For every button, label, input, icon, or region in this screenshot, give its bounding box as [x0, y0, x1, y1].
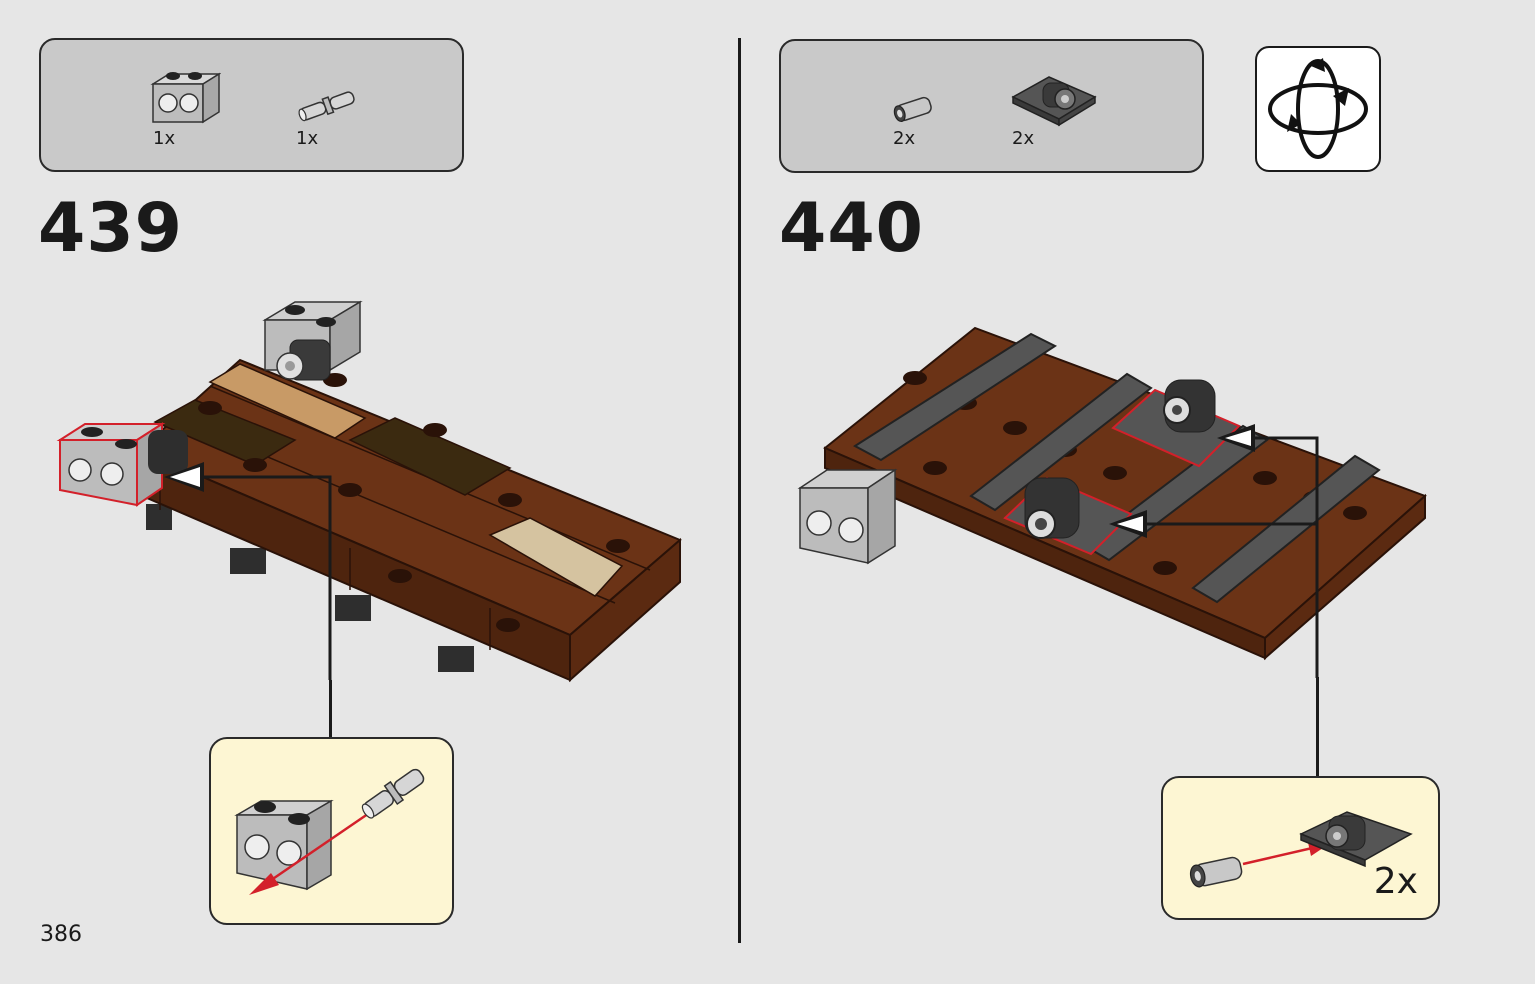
build-illustration-step-440	[795, 318, 1435, 678]
technic-pin-light-gray-icon	[295, 88, 359, 124]
step-number: 440	[779, 189, 924, 268]
callout-quantity: 2x	[1373, 861, 1418, 902]
rotate-model-icon	[1255, 46, 1381, 172]
callout-assembly-pin-plate	[1181, 800, 1421, 896]
part-quantity: 2x	[1012, 128, 1035, 149]
plate-with-pin-hole-dark-gray-icon	[1009, 67, 1099, 129]
callout-step-440: 2x	[1161, 776, 1440, 920]
page-divider	[738, 38, 741, 943]
callout-connector	[329, 680, 332, 738]
technic-pin-connector-gray-icon	[889, 91, 939, 127]
build-illustration-step-439	[50, 290, 690, 690]
part-quantity: 1x	[153, 128, 176, 149]
page-number: 386	[40, 922, 82, 947]
callout-assembly-brick-pin	[231, 765, 441, 905]
step-number: 439	[38, 189, 183, 268]
parts-list-step-440: 2x 2x	[779, 39, 1204, 173]
part-quantity: 1x	[296, 128, 319, 149]
callout-connector	[1316, 677, 1319, 777]
parts-list-step-439: 1x 1x	[39, 38, 464, 172]
callout-step-439	[209, 737, 454, 925]
technic-brick-1x2-light-gray-icon	[149, 60, 221, 126]
part-quantity: 2x	[893, 128, 916, 149]
